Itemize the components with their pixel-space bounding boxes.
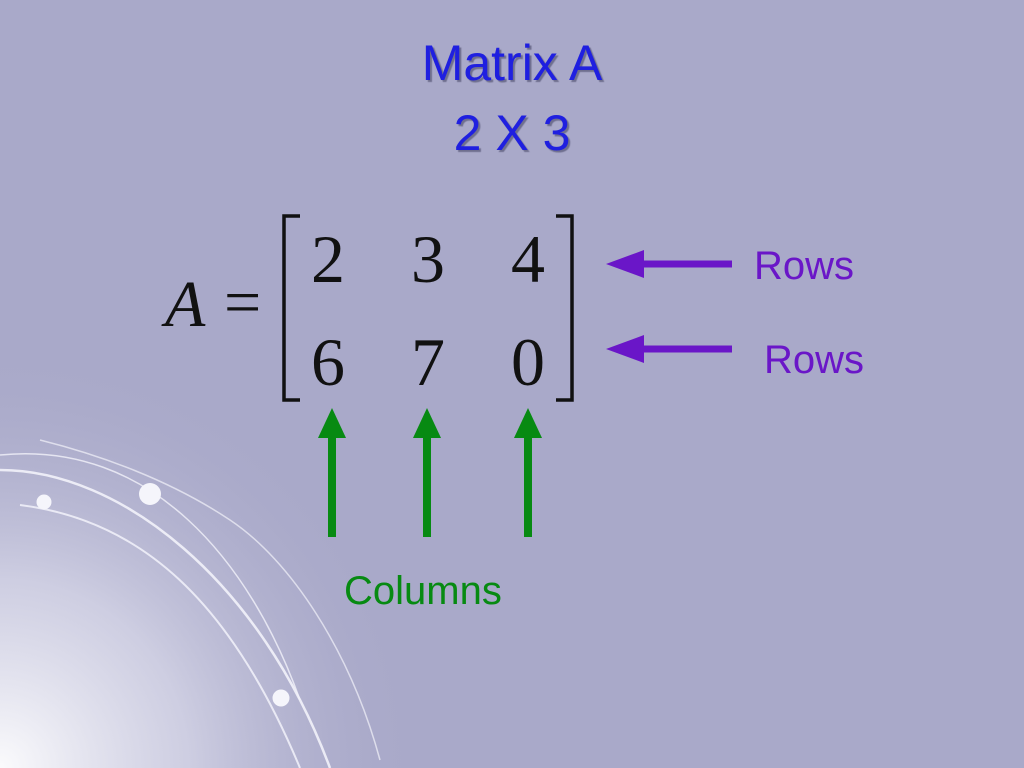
matrix-cell-r2-c3: 0 <box>511 324 545 400</box>
swoosh-dot <box>36 494 52 510</box>
swoosh-line <box>0 453 301 701</box>
swoosh-line <box>19 504 301 768</box>
swoosh-line <box>39 439 381 761</box>
matrix-cell-r2-c1: 6 <box>311 324 345 400</box>
columns-label: Columns <box>344 569 502 613</box>
swoosh-dot <box>272 689 290 707</box>
matrix-cell-r1-c2: 3 <box>411 221 445 297</box>
matrix-cell-r1-c1: 2 <box>311 221 345 297</box>
corner-glow <box>0 300 520 768</box>
matrix-variable: A <box>165 268 206 341</box>
equals-sign: = <box>224 266 262 339</box>
matrix-cell-r2-c2: 7 <box>411 324 445 400</box>
rows-label-2: Rows <box>764 338 865 382</box>
swoosh-dot <box>139 483 161 505</box>
left-bracket <box>282 214 300 402</box>
right-bracket <box>556 214 574 402</box>
slide-subtitle-dimensions: 2 X 3 <box>453 105 571 161</box>
swoosh-line <box>0 468 332 768</box>
slide-title: Matrix A <box>421 35 603 91</box>
rows-label-1: Rows <box>754 244 855 288</box>
matrix-cell-r1-c3: 4 <box>511 221 545 297</box>
